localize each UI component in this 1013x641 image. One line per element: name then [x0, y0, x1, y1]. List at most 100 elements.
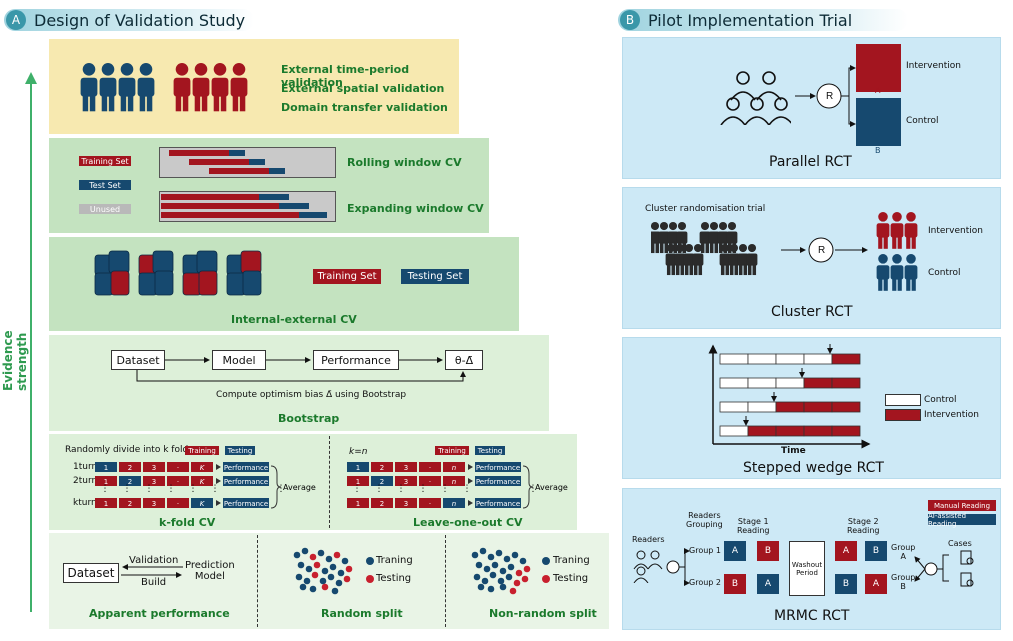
fold-cell: [191, 462, 213, 472]
wedge-cell: [775, 353, 805, 365]
mrmc-s1-g2-b: B: [724, 574, 746, 594]
performance-label: Performance: [476, 478, 520, 486]
cluster-crowd-icons: [651, 222, 758, 276]
sample-dot: [313, 561, 321, 569]
fold-cell: [443, 476, 465, 486]
tier-bootstrap: Dataset Model Performance θ-Δ̄ Compute o…: [49, 335, 549, 431]
wedge-cell: [831, 377, 861, 389]
sample-dot: [335, 579, 343, 587]
wedge-cell: [775, 401, 805, 413]
mrmc-group2-label: Group 2: [689, 578, 721, 587]
sample-dot: [309, 585, 317, 593]
build-label: Build: [141, 577, 167, 588]
fold-cell: [371, 476, 393, 486]
person-icon: [728, 244, 740, 276]
ellipsis-mark: ⋮: [277, 484, 286, 494]
ellipsis-mark: ⋮: [463, 484, 472, 494]
nonrandom-testing-label: Testing: [553, 573, 589, 584]
person-icon: [211, 63, 229, 112]
performance-label: Performance: [476, 464, 520, 472]
ellipsis-mark: ⋮: [211, 484, 220, 494]
cluster-control-label: Control: [928, 268, 961, 278]
wedge-cell: [747, 377, 777, 389]
ellipsis-mark: ⋮: [167, 484, 176, 494]
external-time-period-label: External time-period validation: [281, 63, 410, 89]
wedge-cell: [803, 353, 833, 365]
cluster-flow: [781, 237, 868, 263]
fold-cell: [95, 462, 117, 472]
stepped-legend-intervention-swatch: [885, 409, 921, 421]
person-icon: [708, 222, 720, 254]
fold-cell: [347, 476, 369, 486]
legend-unused: Unused: [79, 204, 131, 214]
fold-cell: [443, 462, 465, 472]
prediction-model-label: Prediction Model: [185, 560, 235, 582]
performance-cell: [223, 498, 269, 508]
fold-cell: [167, 476, 189, 486]
panel-b-title: Pilot Implementation Trial: [648, 10, 853, 30]
parallel-flow: [795, 65, 856, 127]
sample-dot: [305, 565, 313, 573]
sample-dot: [321, 583, 329, 591]
sample-dot: [341, 557, 349, 565]
fold-cell-label: 3: [404, 464, 408, 472]
wedge-cell: [747, 401, 777, 413]
ellipsis-mark: ⋮: [529, 484, 538, 494]
control-block: [856, 98, 901, 146]
fold-cell: [119, 476, 141, 486]
mrmc-ai-chip: AI-assisted Reading: [928, 512, 996, 528]
loo-title: Leave-one-out CV: [413, 516, 523, 529]
fold-cell-label: 1: [356, 464, 360, 472]
mrmc-group1-label: Group 1: [689, 546, 721, 555]
wedge-cell: [719, 401, 749, 413]
person-icon: [658, 222, 670, 254]
tier-internal-external-cv: Training Set Testing Set Internal-extern…: [49, 237, 519, 331]
mrmc-washout-box: Washout Period: [789, 541, 825, 596]
person-icon: [699, 222, 711, 254]
sample-dot: [487, 585, 495, 593]
sample-dot: [311, 571, 319, 579]
nonrandom-split-title: Non-random split: [489, 607, 597, 620]
apparent-arrows: [121, 564, 183, 578]
fold-cell-label: 2: [380, 464, 384, 472]
panel-a-title: Design of Validation Study: [34, 10, 246, 30]
fold-cell-label: 3: [404, 500, 408, 508]
fold-cell-label: n: [452, 478, 456, 486]
average-label: Average: [535, 483, 568, 492]
person-icon: [890, 254, 904, 291]
fold-cell-label: 2: [380, 478, 384, 486]
internal-external-title: Internal-external CV: [231, 313, 357, 326]
bootstrap-theta-box: θ-Δ̄: [445, 350, 483, 370]
fold-cell: [371, 498, 393, 508]
kfold-turn-2: 2turn: [73, 476, 98, 486]
wedge-cell: [719, 377, 749, 389]
mrmc-s2-g2-a: A: [865, 574, 887, 594]
sample-dot: [317, 549, 325, 557]
ellipsis-mark: ⋮: [397, 484, 406, 494]
bootstrap-note: Compute optimism bias Δ̄ using Bootstrap: [216, 390, 407, 400]
fold-cell-label: 2: [128, 464, 132, 472]
fold-cell: [395, 498, 417, 508]
fold-cell-label: ·: [177, 478, 179, 486]
sample-dot: [491, 561, 499, 569]
parallel-rct-panel: R A B Intervention Control Parallel RCT: [622, 37, 1001, 179]
sample-dot: [513, 579, 521, 587]
training-set-chip: Training Set: [313, 269, 381, 284]
kfold-desc: Randomly divide into k folds: [65, 445, 193, 455]
mrmc-stage2-label: Stage 2 Reading: [847, 517, 880, 535]
sample-dot: [523, 565, 531, 573]
cube-cluster: [182, 250, 218, 296]
stepped-wedge-chart: [708, 344, 871, 449]
panel-b-header: B Pilot Implementation Trial: [618, 9, 908, 31]
bootstrap-title: Bootstrap: [278, 412, 340, 425]
panel-a-header: A Design of Validation Study: [4, 9, 254, 31]
cluster-r-label: R: [818, 245, 826, 256]
bootstrap-dataset-box: Dataset: [111, 350, 165, 370]
tier-time-series-cv: Training Set Test Set Unused Rolling win…: [49, 138, 489, 233]
readers-group-icon: [720, 71, 791, 125]
fold-cell-label: 2: [128, 500, 132, 508]
sample-dot: [303, 577, 311, 585]
cube-clusters: [94, 250, 262, 296]
sample-dot: [495, 549, 503, 557]
sample-dot: [337, 569, 345, 577]
